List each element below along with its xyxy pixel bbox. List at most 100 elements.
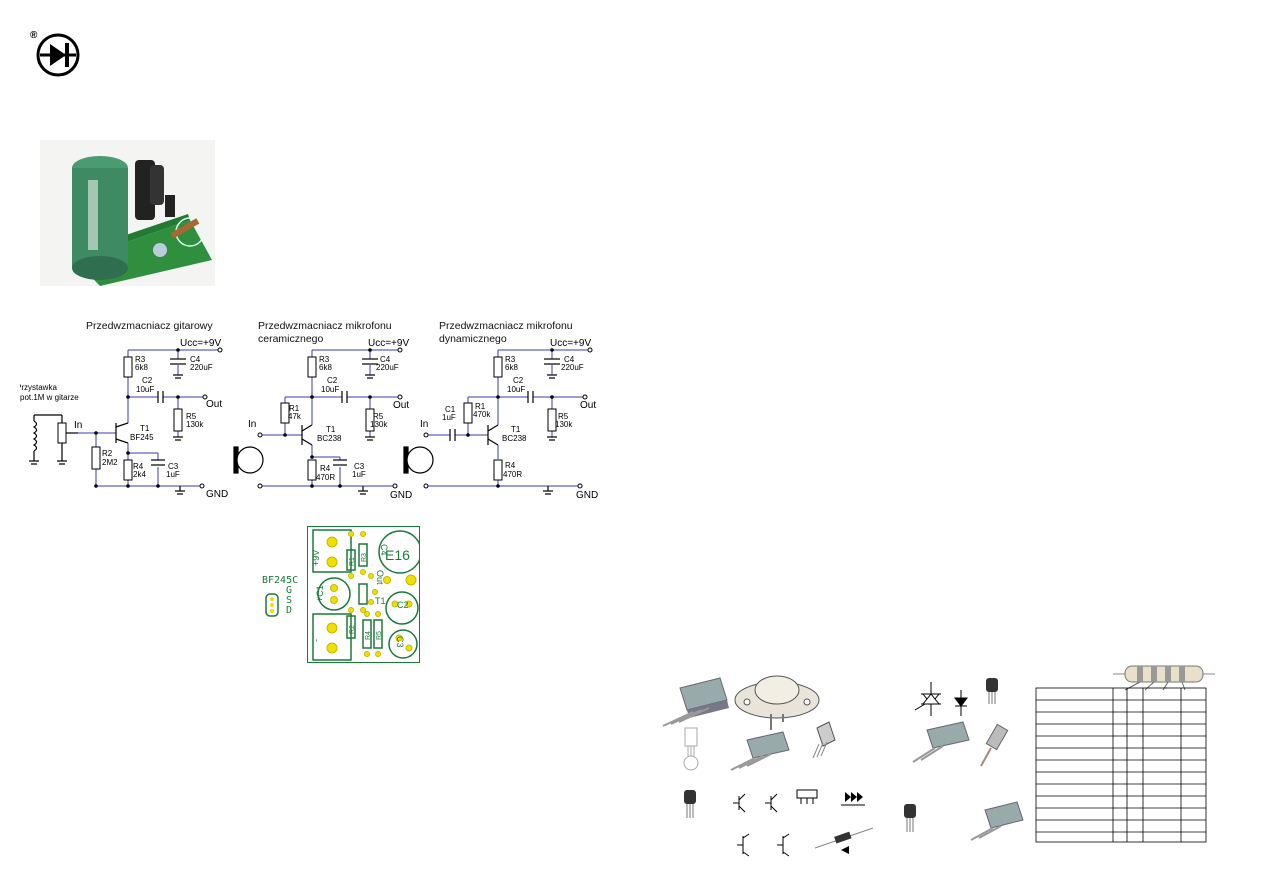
component-thumbnails — [662, 665, 1215, 857]
ceramic-out-label: Out — [393, 400, 409, 411]
transistor-pins: GSD — [286, 585, 293, 616]
to126-icon — [812, 721, 836, 759]
schematic-guitar: R3 6k8 C4 220uF C2 10uF R5 130k T1 BF245… — [20, 338, 228, 500]
ceramic-r5-ref: R5 — [373, 412, 384, 421]
pcb-t1-label: T1 — [375, 596, 386, 606]
to220c-icon — [912, 721, 970, 763]
to220-icon — [662, 677, 729, 727]
schematic-dynamic: R3 6k8 C4 220uF C2 10uF C1 1uF R1 470k R… — [403, 338, 598, 501]
pcb-r3-label: R3 — [361, 553, 368, 562]
guitar-r3-ref: R3 — [135, 355, 146, 364]
ceramic-t1-ref: T1 — [326, 425, 336, 434]
guitar-c4-ref: C4 — [190, 355, 201, 364]
guitar-c2-ref: C2 — [142, 376, 153, 385]
dynamic-r3-ref: R3 — [505, 355, 516, 364]
ceramic-gnd-label: GND — [390, 490, 412, 501]
dynamic-r5-val: 130k — [555, 420, 573, 429]
guitar-r4-val: 2k4 — [133, 470, 146, 479]
pcb-c3-label: C3 — [395, 636, 405, 648]
ceramic-c4-ref: C4 — [380, 355, 391, 364]
led-array-icon — [841, 792, 865, 806]
circuit-title-dynamic: Przedwzmacniacz mikrofonu — [439, 320, 573, 332]
stud-diode-icon — [980, 723, 1009, 767]
guitar-ucc-label: Ucc=+9V — [180, 338, 221, 349]
ceramic-ucc-label: Ucc=+9V — [368, 338, 409, 349]
pcb-c2-label: C2 — [397, 600, 409, 610]
guitar-t1-ref: T1 — [140, 424, 150, 433]
pcb-layout: +9V - +C1 C4 E16 Out T1 C2 C3 R1 R3 R2 R… — [307, 526, 420, 663]
pcb-r5-label: R5 — [376, 631, 383, 640]
axial-diode-icon — [814, 827, 874, 854]
fet-symbols-icon — [737, 833, 790, 857]
dynamic-r4-ref: R4 — [505, 461, 516, 470]
to3-icon — [734, 675, 820, 730]
ceramic-r3-ref: R3 — [319, 355, 330, 364]
product-photo — [40, 140, 215, 286]
ceramic-r5-val: 130k — [370, 420, 388, 429]
pcb-c1-label: +C1 — [315, 585, 325, 602]
dynamic-gnd-label: GND — [576, 490, 598, 501]
dynamic-t1-val: BC238 — [502, 434, 527, 443]
dynamic-ucc-label: Ucc=+9V — [550, 338, 591, 349]
guitar-r4-ref: R4 — [133, 462, 144, 471]
guitar-r5-val: 130k — [186, 420, 204, 429]
dynamic-c2-val: 10uF — [507, 385, 525, 394]
transistor-pinout-icon — [265, 593, 279, 617]
to92-outline-icon — [683, 727, 699, 771]
guitar-r2-ref: R2 — [102, 449, 113, 458]
dynamic-c4-ref: C4 — [564, 355, 575, 364]
to92-icon — [986, 678, 998, 704]
dynamic-r4-val: 470R — [503, 470, 522, 479]
registered-mark: ® — [30, 30, 38, 41]
ceramic-c3-val: 1uF — [352, 470, 366, 479]
ceramic-c2-val: 10uF — [321, 385, 339, 394]
pcb-minus-label: - — [311, 639, 321, 642]
pcb-r2-label: R2 — [349, 625, 356, 634]
ceramic-c4-val: 220uF — [376, 363, 399, 372]
guitar-c3-val: 1uF — [166, 470, 180, 479]
resistor-color-icon — [1113, 665, 1215, 691]
guitar-c3-ref: C3 — [168, 462, 179, 471]
ceramic-r1-ref: R1 — [289, 404, 300, 413]
dynamic-in-label: In — [420, 419, 428, 430]
dynamic-r3-val: 6k8 — [505, 363, 518, 372]
dynamic-t1-ref: T1 — [511, 425, 521, 434]
to92b-icon — [684, 790, 696, 818]
dynamic-c1-ref: C1 — [445, 405, 456, 414]
pcb-out-label: Out — [375, 570, 385, 585]
resistor-color-table — [1035, 687, 1207, 843]
ceramic-c2-ref: C2 — [327, 376, 338, 385]
dynamic-c1-val: 1uF — [442, 413, 456, 422]
ceramic-in-label: In — [248, 419, 256, 430]
guitar-c4-val: 220uF — [190, 363, 213, 372]
ceramic-r4-val: 470R — [316, 473, 335, 482]
guitar-r2-val: 2M2 — [102, 458, 118, 467]
transistor-symbols-icon — [733, 789, 818, 813]
guitar-c2-val: 10uF — [136, 385, 154, 394]
pcb-r4-label: R4 — [365, 631, 372, 640]
dynamic-r5-ref: R5 — [558, 412, 569, 421]
to220b-icon — [730, 731, 790, 771]
guitar-t1-val: BF245 — [130, 433, 154, 442]
guitar-gnd-label: GND — [206, 489, 228, 500]
dynamic-out-label: Out — [580, 400, 596, 411]
schematic-ceramic: R3 6k8 C4 220uF C2 10uF R1 47k R5 130k T… — [233, 338, 412, 501]
circuit-subtitle-dynamic: dynamicznego — [439, 333, 507, 345]
pcb-c4-label: C4 — [379, 544, 389, 556]
guitar-pickup-line2: i pot.1M w gitarze — [20, 393, 79, 402]
ceramic-c3-ref: C3 — [354, 462, 365, 471]
circuit-subtitle-ceramic: ceramicznego — [258, 333, 324, 345]
guitar-pickup-line1: Przystawka — [20, 383, 57, 392]
pcb-vplus-label: +9V — [311, 550, 321, 566]
ceramic-r1-val: 47k — [288, 412, 302, 421]
ceramic-t1-val: BC238 — [317, 434, 342, 443]
circuit-title-guitar: Przedwzmacniacz gitarowy — [86, 320, 213, 332]
ceramic-r3-val: 6k8 — [319, 363, 332, 372]
pcb-r1-label: R1 — [349, 557, 356, 566]
dynamic-c2-ref: C2 — [513, 376, 524, 385]
brand-logo: ® — [30, 30, 90, 80]
pcb-e16-label: E16 — [385, 547, 410, 563]
dynamic-r1-ref: R1 — [475, 402, 486, 411]
guitar-r5-ref: R5 — [186, 412, 197, 421]
guitar-out-label: Out — [206, 399, 222, 410]
